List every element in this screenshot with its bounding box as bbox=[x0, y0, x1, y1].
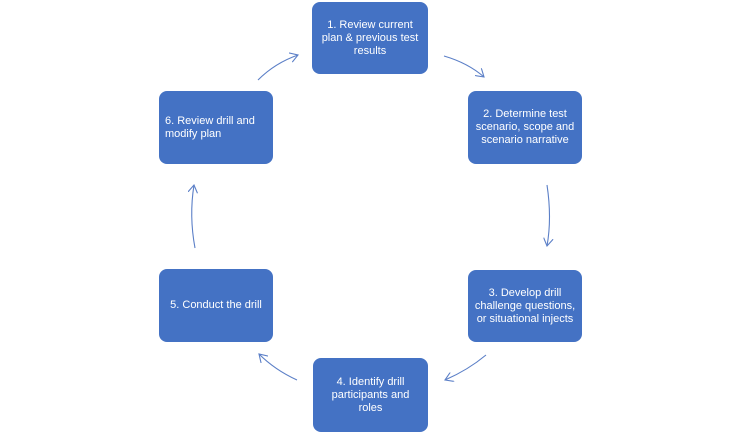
arrow-1-to-2 bbox=[443, 55, 484, 77]
arrow-5-to-6 bbox=[192, 185, 195, 249]
step-4-box: 4. Identify drill participants and roles bbox=[313, 358, 428, 432]
step-3-box: 3. Develop drill challenge questions, or… bbox=[468, 270, 582, 342]
step-6-box: 6. Review drill and modify plan bbox=[159, 91, 273, 164]
step-2-label: 2. Determine test scenario, scope and sc… bbox=[475, 108, 575, 146]
step-6-label: 6. Review drill and modify plan bbox=[165, 114, 255, 140]
step-1-box: 1. Review current plan & previous test r… bbox=[312, 2, 428, 74]
step-5-box: 5. Conduct the drill bbox=[159, 269, 273, 342]
step-3-label: 3. Develop drill challenge questions, or… bbox=[474, 286, 576, 325]
step-2-box: 2. Determine test scenario, scope and sc… bbox=[468, 91, 582, 164]
arrow-6-to-1 bbox=[257, 55, 298, 81]
arrow-2-to-3 bbox=[547, 184, 550, 246]
arrow-4-to-5 bbox=[259, 354, 298, 381]
step-4-label: 4. Identify drill participants and roles bbox=[331, 375, 410, 414]
arrow-3-to-4 bbox=[445, 354, 487, 380]
step-5-label: 5. Conduct the drill bbox=[170, 299, 262, 311]
step-1-label: 1. Review current plan & previous test r… bbox=[321, 18, 419, 57]
